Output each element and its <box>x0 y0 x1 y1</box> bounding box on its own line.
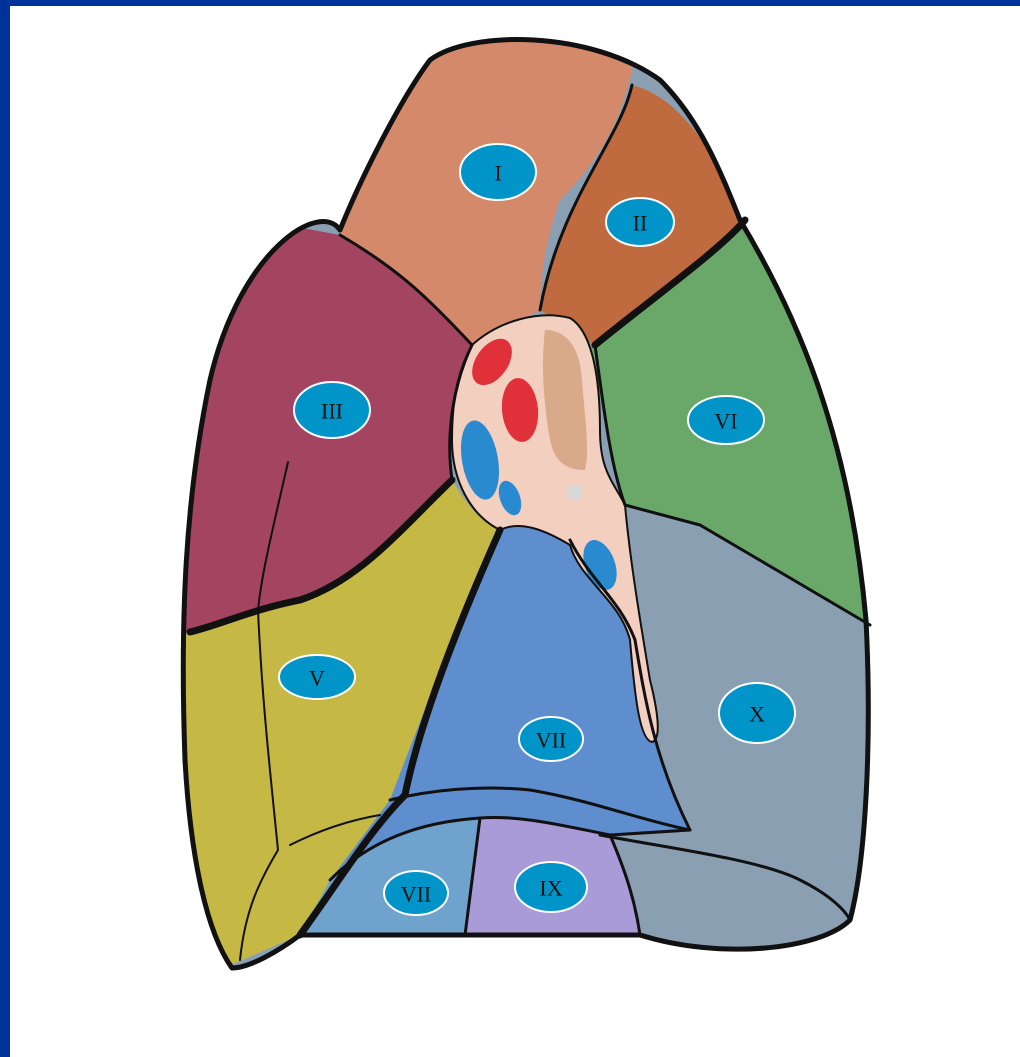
label-vi: VI <box>688 396 764 444</box>
label-text-x: X <box>749 702 765 727</box>
label-text-ii: II <box>633 211 648 236</box>
label-text-ix: IX <box>539 876 562 901</box>
label-vii: VII <box>519 717 583 761</box>
label-vii-basal: VII <box>384 871 448 915</box>
label-iii: III <box>294 382 370 438</box>
label-text-vii-basal: VII <box>401 882 432 907</box>
label-text-iii: III <box>321 399 343 424</box>
label-x: X <box>719 683 795 743</box>
label-v: V <box>279 655 355 699</box>
label-i: I <box>460 144 536 200</box>
label-text-vii: VII <box>536 728 567 753</box>
label-ix: IX <box>515 862 587 912</box>
bronchus-dot <box>568 486 582 500</box>
label-text-v: V <box>309 666 325 691</box>
label-text-i: I <box>494 161 501 186</box>
label-text-vi: VI <box>714 409 737 434</box>
label-ii: II <box>606 198 674 246</box>
